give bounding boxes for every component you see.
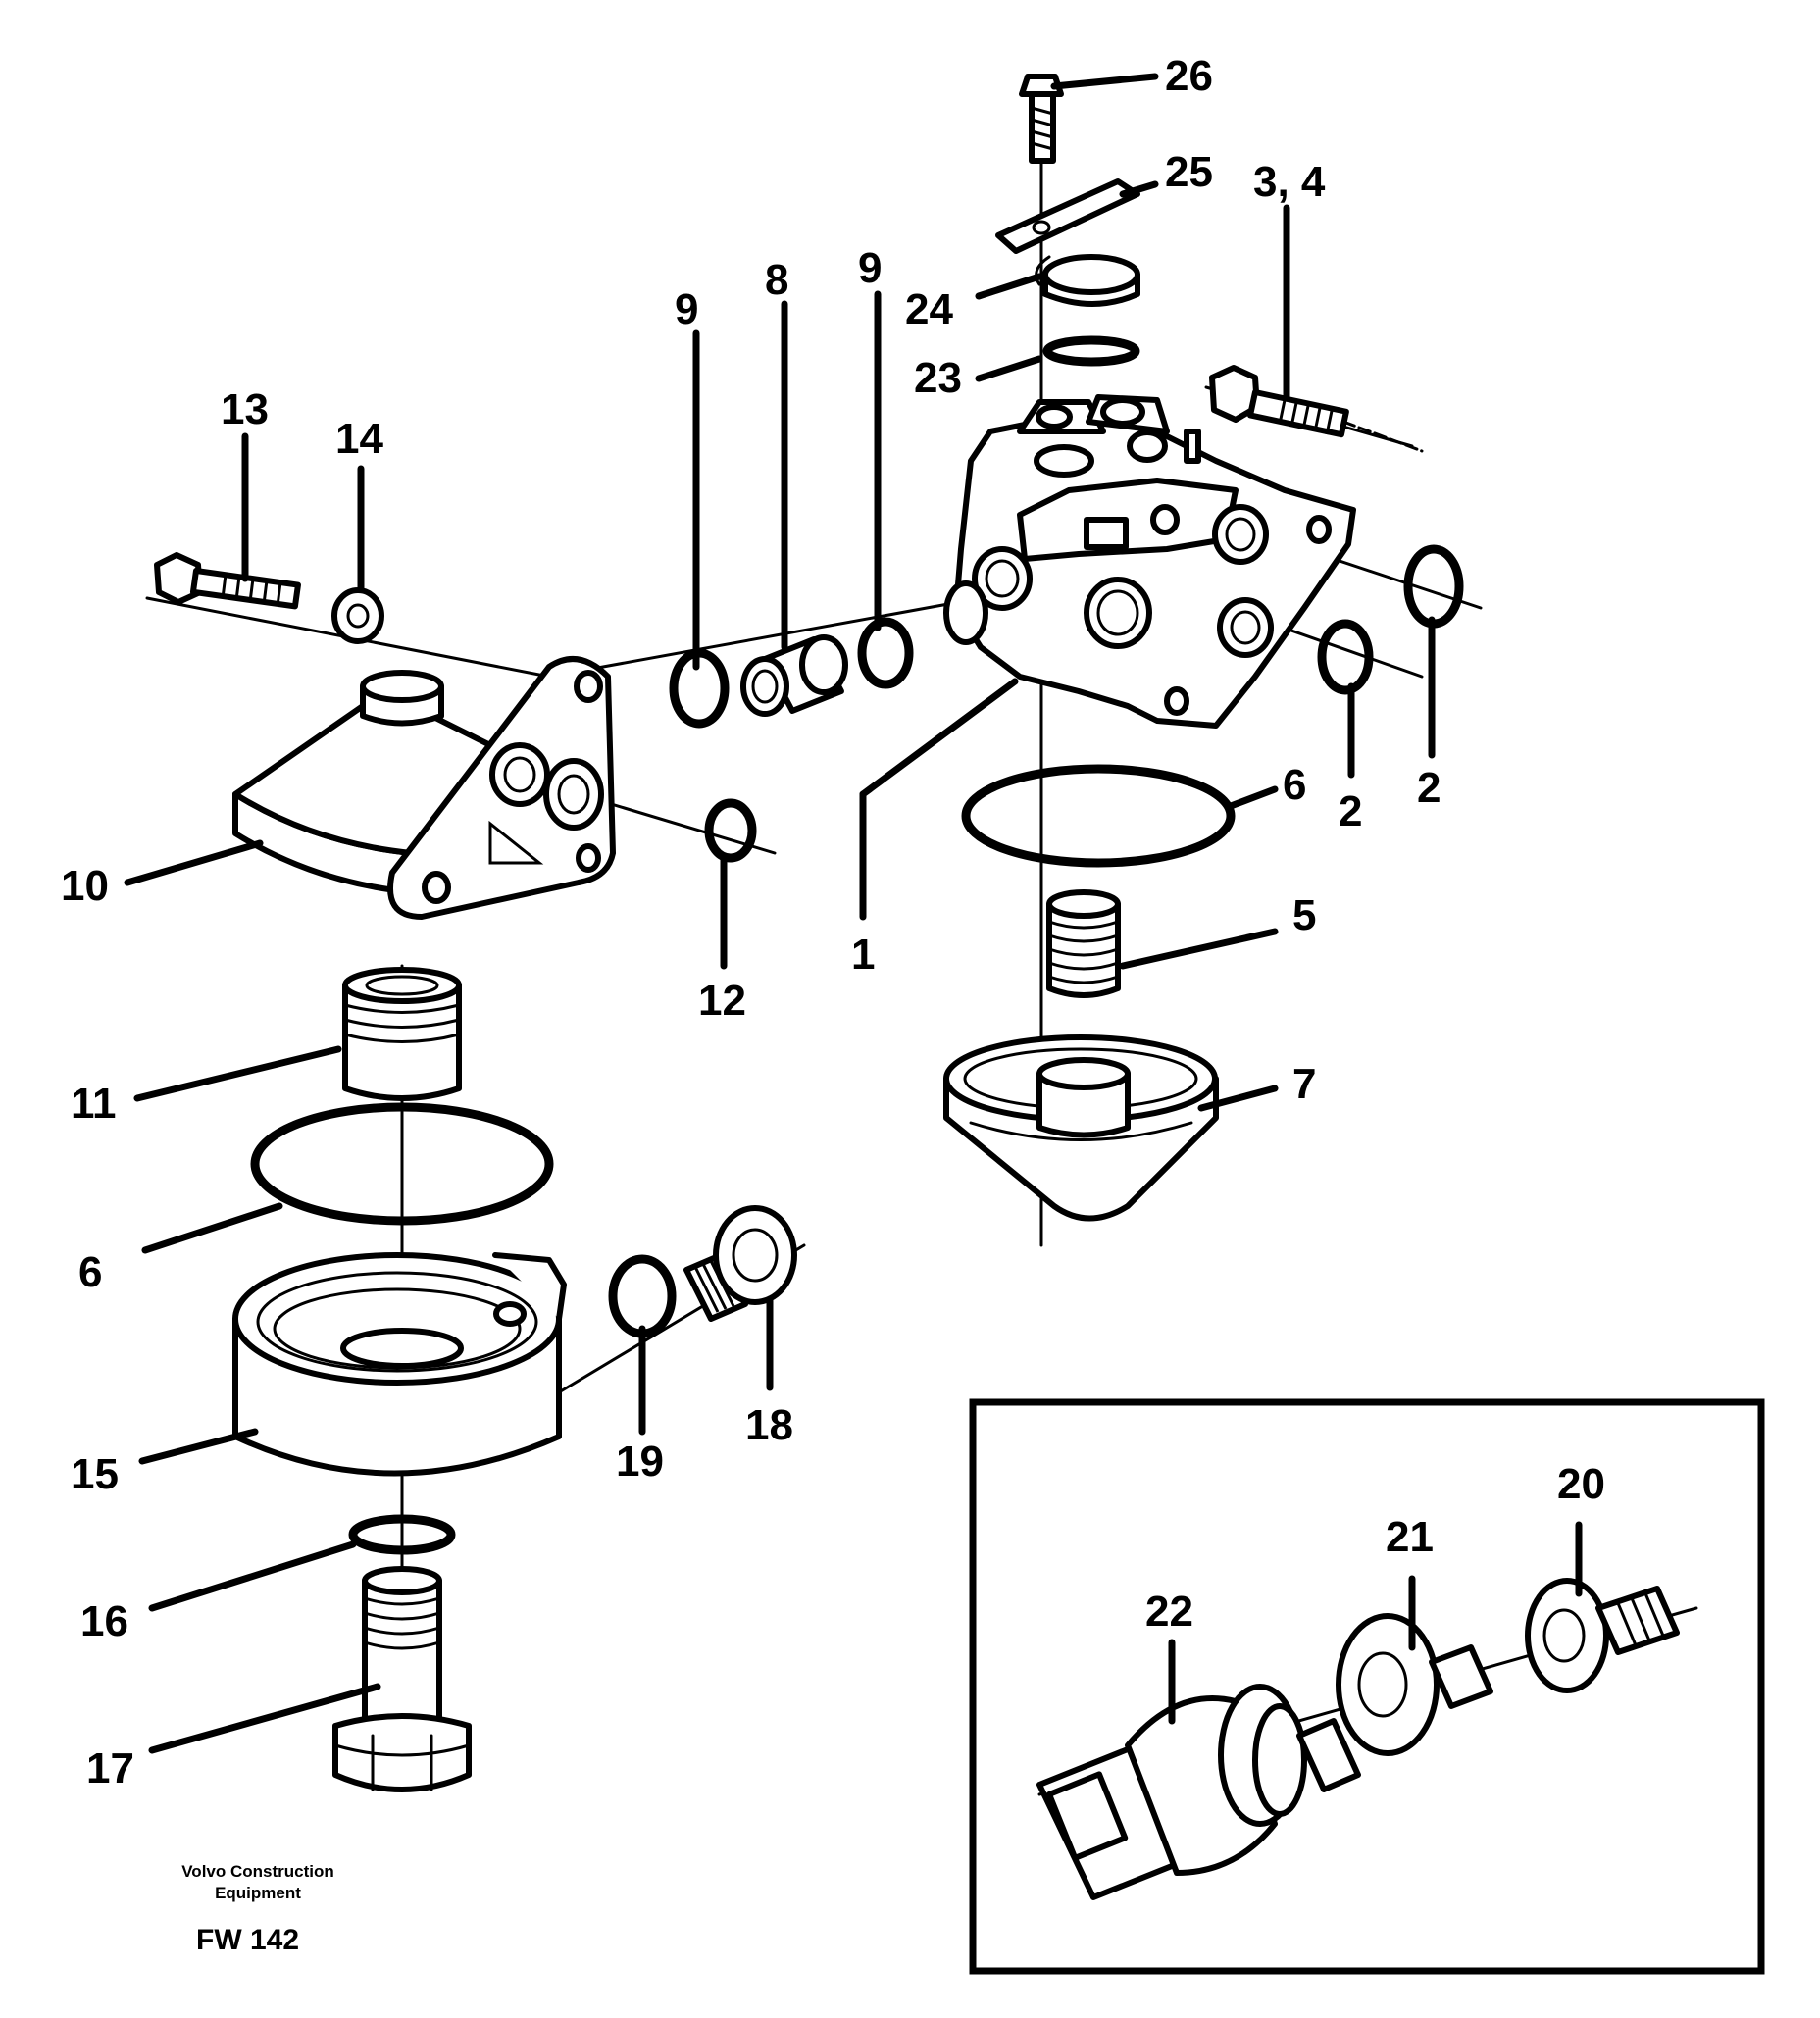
bolt-17: [332, 1566, 472, 1792]
nut-20: [1525, 1578, 1680, 1693]
bowl-7: [943, 1034, 1219, 1222]
callout-13: 13: [221, 385, 269, 433]
callout-14: 14: [335, 415, 383, 463]
o-ring-2b: [1317, 619, 1374, 695]
screw-26: [1019, 74, 1064, 164]
company-name-line2: Equipment: [215, 1884, 301, 1902]
nipple-11: [342, 967, 462, 1101]
callout-8: 8: [765, 256, 788, 304]
o-ring-6-right: [961, 764, 1236, 868]
cap-24: [1035, 254, 1140, 307]
callout-6-right: 6: [1283, 761, 1306, 809]
callout-15: 15: [71, 1450, 119, 1498]
washer-16: [348, 1514, 456, 1555]
callout-9-left: 9: [675, 285, 698, 333]
callout-5: 5: [1292, 891, 1316, 939]
callout-16: 16: [80, 1597, 128, 1645]
bolt-3-4: [1209, 365, 1424, 453]
callout-12: 12: [698, 977, 746, 1025]
sensor-22: [1036, 1684, 1361, 1900]
lock-plate-25: [995, 178, 1140, 254]
footer: Volvo Construction Equipment FW 142: [181, 1862, 334, 1956]
plug-18: [683, 1205, 797, 1322]
callout-19: 19: [616, 1438, 664, 1486]
callout-3-4: 3, 4: [1253, 158, 1326, 206]
callout-26: 26: [1165, 52, 1213, 100]
callout-23: 23: [914, 354, 962, 402]
washer-14: [331, 587, 384, 644]
axis-lines: [145, 76, 1698, 1796]
filter-head-1: [943, 394, 1356, 729]
callout-17: 17: [86, 1744, 134, 1792]
figure-code: FW 142: [196, 1924, 299, 1956]
washer-19: [608, 1254, 677, 1338]
callout-11: 11: [71, 1080, 117, 1128]
callout-25: 25: [1165, 148, 1213, 196]
callout-18: 18: [745, 1401, 793, 1449]
callout-24: 24: [905, 285, 953, 333]
o-ring-12: [704, 798, 757, 863]
sleeve-8: [740, 634, 848, 717]
callout-6-left: 6: [78, 1248, 102, 1296]
leader-lines: [124, 73, 1583, 1754]
cover-10: [232, 656, 616, 920]
callout-21: 21: [1386, 1513, 1434, 1561]
callout-9-right: 9: [858, 244, 882, 292]
company-name-line1: Volvo Construction: [181, 1862, 334, 1881]
o-ring-23: [1042, 335, 1140, 367]
o-ring-9b: [857, 617, 914, 689]
callout-10: 10: [61, 862, 109, 910]
nipple-5: [1046, 889, 1121, 998]
housing-15: [232, 1252, 567, 1477]
callout-labels: 26 25 3, 4 24 23 9 8 9 13 14 6 2 2 10 1 …: [61, 52, 1605, 1792]
o-ring-6-left: [250, 1102, 554, 1226]
callout-1: 1: [851, 931, 875, 979]
callout-20: 20: [1557, 1460, 1605, 1508]
callout-7: 7: [1292, 1060, 1316, 1108]
callout-2-left: 2: [1339, 787, 1362, 835]
callout-2-right: 2: [1417, 764, 1441, 812]
callout-22: 22: [1145, 1588, 1193, 1636]
inset-frame: [969, 1398, 1765, 1975]
bolt-13: [154, 552, 301, 610]
